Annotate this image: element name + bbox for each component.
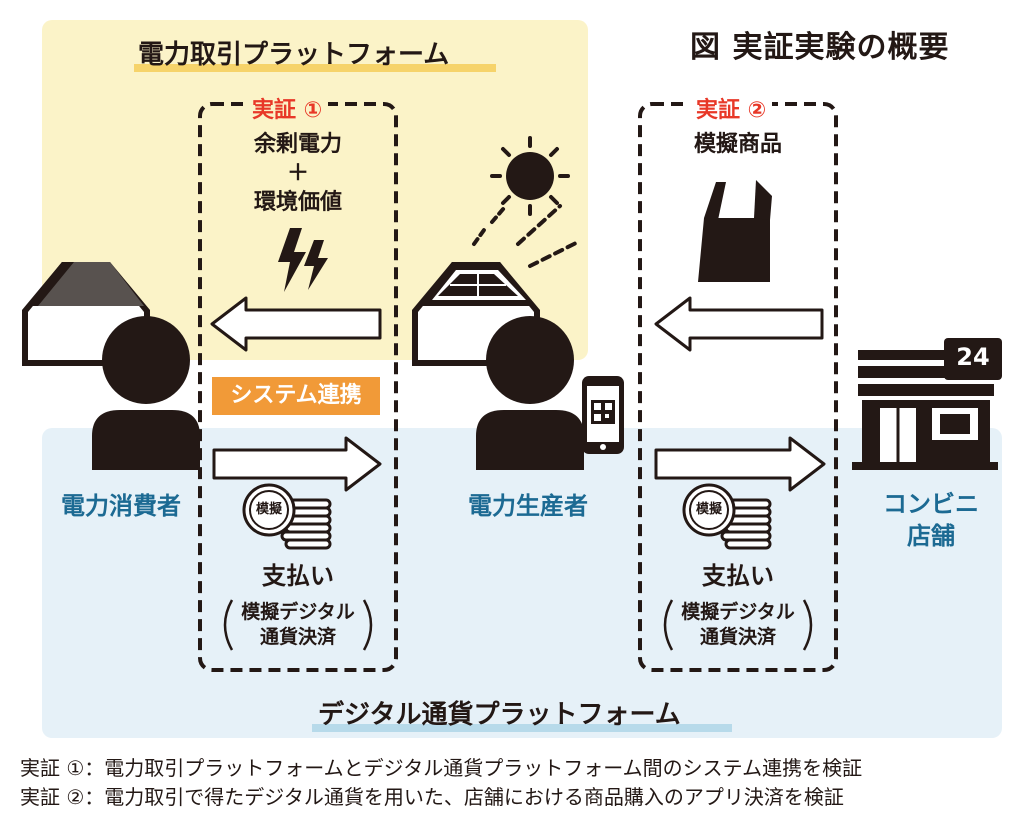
goods-line: 環境価値 — [253, 190, 342, 215]
party-consumer: 電力消費者 — [61, 492, 181, 520]
sun-icon — [472, 136, 580, 268]
arrow-left-icon — [210, 296, 382, 352]
note-bracket-left — [223, 599, 234, 651]
power-platform-underline — [134, 64, 496, 72]
note-bracket-right — [362, 599, 373, 651]
store-sign-number: 24 — [956, 343, 990, 371]
footnote-2: 実証 ②：電力取引で得たデジタル通貨を用いた、店舗における商品購入のアプリ決済を… — [20, 785, 844, 809]
goods-line: ＋ — [286, 161, 309, 186]
goods-line: 模擬商品 — [693, 132, 782, 157]
note-line: 通貨決済 — [259, 626, 336, 648]
coin-stack-icon — [242, 483, 332, 550]
person-icon — [92, 316, 200, 470]
coin-label: 模擬 — [695, 502, 722, 517]
arrow-left-icon — [654, 296, 824, 352]
convenience-store-icon — [852, 338, 1002, 470]
coin-label: 模擬 — [255, 502, 282, 517]
arrow-right-icon — [212, 436, 382, 492]
verify1-goods: 余剰電力 ＋ 環境価値 — [200, 130, 396, 217]
verify2-goods: 模擬商品 — [640, 130, 836, 159]
verify1-label: 実証 ① — [246, 92, 329, 124]
verify2-payment: 支払い — [702, 562, 774, 590]
smartphone-qr-icon — [582, 376, 624, 454]
figure-title: 図 実証実験の概要 — [690, 30, 950, 65]
digital-platform-underline — [312, 724, 732, 732]
party-store-line: 店舗 — [907, 522, 955, 550]
note-line: 通貨決済 — [699, 626, 776, 648]
note-bracket-right — [802, 599, 813, 651]
party-store: コンビニ 店舗 — [866, 488, 996, 552]
party-producer: 電力生産者 — [468, 492, 588, 520]
party-store-line: コンビニ — [883, 490, 979, 518]
note-line: 模擬デジタル — [241, 601, 355, 623]
shopping-bag-icon — [698, 180, 772, 282]
goods-line: 余剰電力 — [253, 132, 342, 157]
house-icon — [22, 262, 150, 366]
verify2-payment-note: 模擬デジタル 通貨決済 — [640, 600, 836, 650]
lightning-icon — [278, 228, 328, 292]
verify2-label: 実証 ② — [690, 92, 773, 124]
system-link-badge: システム連携 — [212, 377, 380, 415]
footnotes: 実証 ①：電力取引プラットフォームとデジタル通貨プラットフォーム間のシステム連携… — [20, 754, 862, 812]
digital-platform-title: デジタル通貨プラットフォーム — [318, 700, 681, 730]
coin-stack-icon — [682, 483, 772, 550]
note-bracket-left — [663, 599, 674, 651]
footnote-1: 実証 ①：電力取引プラットフォームとデジタル通貨プラットフォーム間のシステム連携… — [20, 756, 863, 780]
arrow-right-icon — [654, 436, 826, 492]
person-icon — [476, 316, 584, 470]
power-platform-title: 電力取引プラットフォーム — [138, 40, 450, 70]
verify1-payment: 支払い — [262, 562, 334, 590]
verify1-payment-note: 模擬デジタル 通貨決済 — [200, 600, 396, 650]
note-line: 模擬デジタル — [681, 601, 795, 623]
